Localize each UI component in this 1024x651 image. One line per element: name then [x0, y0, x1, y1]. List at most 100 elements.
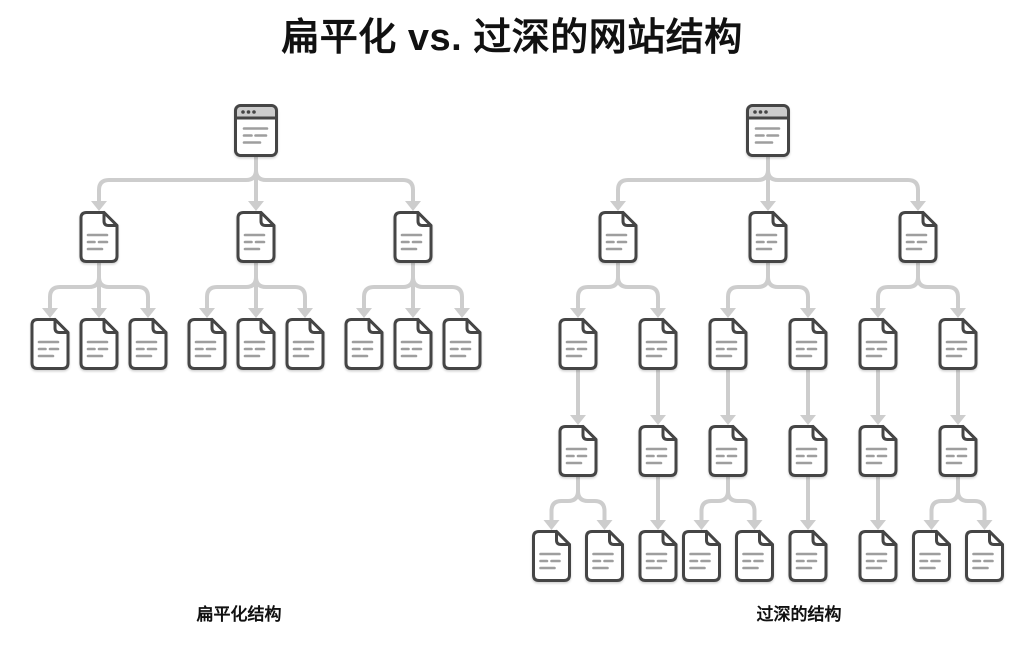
- connector-line: [411, 263, 464, 309]
- connector-arrowhead: [356, 308, 372, 318]
- document-icon: [735, 530, 774, 582]
- document-icon: [393, 318, 433, 370]
- connector-arrowhead: [800, 415, 816, 425]
- connector-arrowhead: [760, 201, 776, 211]
- connector-arrowhead: [870, 308, 886, 318]
- document-icon: [638, 425, 678, 477]
- page-title: 扁平化 vs. 过深的网站结构: [281, 17, 743, 59]
- document-icon: [585, 530, 624, 582]
- document-icon: [344, 318, 384, 370]
- connector-line: [616, 263, 660, 309]
- connector-line: [549, 477, 580, 521]
- document-icon: [128, 318, 168, 370]
- document-icon: [858, 425, 898, 477]
- connector-arrowhead: [610, 201, 626, 211]
- connector-line: [254, 263, 307, 309]
- document-icon: [938, 425, 978, 477]
- connector-line: [726, 263, 770, 309]
- connector-arrowhead: [950, 308, 966, 318]
- connector-line: [97, 263, 150, 309]
- connector-line: [766, 263, 810, 309]
- connector-arrowhead: [405, 201, 421, 211]
- tree-deep: [532, 104, 1004, 582]
- connector-arrowhead: [693, 520, 710, 530]
- document-icon: [898, 211, 938, 263]
- document-icon: [79, 211, 119, 263]
- connector-arrowhead: [596, 520, 613, 530]
- connector-line: [362, 263, 415, 309]
- document-icon: [788, 425, 828, 477]
- document-icon: [858, 530, 898, 582]
- document-icon: [638, 530, 678, 582]
- connector-arrowhead: [800, 520, 816, 530]
- document-icon: [79, 318, 119, 370]
- connector-line: [205, 263, 258, 309]
- connector-line: [97, 156, 258, 202]
- browser-window-icon: [234, 104, 278, 157]
- connector-line: [726, 477, 757, 521]
- connector-arrowhead: [870, 520, 886, 530]
- document-icon: [30, 318, 70, 370]
- connector-line: [576, 477, 607, 521]
- browser-window-icon: [746, 104, 790, 157]
- connector-arrowhead: [140, 308, 156, 318]
- connector-arrowhead: [543, 520, 560, 530]
- document-icon: [442, 318, 482, 370]
- document-icon: [912, 530, 951, 582]
- connector-line: [929, 477, 960, 521]
- document-icon: [558, 425, 598, 477]
- connector-arrowhead: [720, 308, 736, 318]
- connector-arrowhead: [870, 415, 886, 425]
- document-icon: [748, 211, 788, 263]
- document-icon: [187, 318, 227, 370]
- connector-arrowhead: [570, 308, 586, 318]
- document-icon: [285, 318, 325, 370]
- document-icon: [558, 318, 598, 370]
- label-deep-structure: 过深的结构: [756, 605, 842, 624]
- document-icon: [788, 530, 828, 582]
- connector-arrowhead: [746, 520, 763, 530]
- connector-line: [766, 156, 920, 202]
- document-icon: [965, 530, 1004, 582]
- connector-arrowhead: [650, 520, 666, 530]
- document-icon: [708, 425, 748, 477]
- document-icon: [393, 211, 433, 263]
- connector-arrowhead: [650, 308, 666, 318]
- connector-arrowhead: [91, 201, 107, 211]
- connector-arrowhead: [910, 201, 926, 211]
- document-icon: [236, 211, 276, 263]
- connector-arrowhead: [42, 308, 58, 318]
- connector-arrowhead: [800, 308, 816, 318]
- connectors: [543, 156, 993, 530]
- document-icon: [858, 318, 898, 370]
- connector-arrowhead: [454, 308, 470, 318]
- document-icon: [532, 530, 571, 582]
- connector-line: [576, 263, 620, 309]
- label-flat-structure: 扁平化结构: [196, 605, 282, 624]
- document-icon: [682, 530, 721, 582]
- connector-arrowhead: [248, 308, 264, 318]
- connector-arrowhead: [297, 308, 313, 318]
- connector-arrowhead: [405, 308, 421, 318]
- document-icon: [638, 318, 678, 370]
- document-icon: [598, 211, 638, 263]
- connector-arrowhead: [650, 415, 666, 425]
- connector-arrowhead: [248, 201, 264, 211]
- connector-arrowhead: [199, 308, 215, 318]
- connector-line: [916, 263, 960, 309]
- connector-arrowhead: [720, 415, 736, 425]
- document-icon: [708, 318, 748, 370]
- connector-arrowhead: [91, 308, 107, 318]
- connector-arrowhead: [923, 520, 940, 530]
- document-icon: [788, 318, 828, 370]
- connector-line: [48, 263, 101, 309]
- connector-arrowhead: [570, 415, 586, 425]
- nodes: [30, 104, 482, 370]
- connector-line: [616, 156, 770, 202]
- document-icon: [938, 318, 978, 370]
- connector-arrowhead: [950, 415, 966, 425]
- connectors: [42, 156, 470, 318]
- connector-line: [956, 477, 987, 521]
